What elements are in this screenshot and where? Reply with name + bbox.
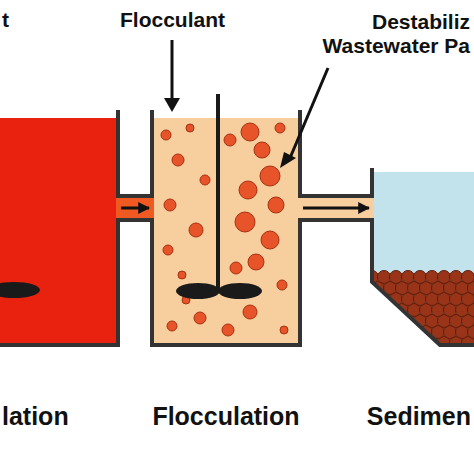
mixer-blade [176, 283, 220, 299]
coagulation-liquid [0, 118, 116, 343]
stage-label: lation [2, 403, 69, 431]
sludge-particle [402, 271, 415, 284]
stage-label: Sedimen [367, 403, 471, 431]
sludge-particle [450, 271, 463, 284]
floc-particle [277, 280, 287, 290]
floc-particle [235, 212, 255, 232]
floc-particle [280, 326, 288, 334]
floc-particle [248, 254, 264, 270]
floc-particle [268, 197, 284, 213]
mixer-shaft [216, 94, 220, 290]
sludge-particle [426, 271, 439, 284]
sludge-particle [366, 337, 379, 350]
floc-particle [164, 199, 176, 211]
sludge [366, 271, 474, 350]
floc-particle [189, 223, 203, 237]
sludge-particle [366, 315, 379, 328]
sedimentation-liquid [374, 172, 474, 343]
floc-particle [222, 324, 234, 336]
floc-particles [161, 123, 288, 336]
mixer-blade [218, 283, 262, 299]
dosing-arrow [171, 40, 174, 100]
floc-particle [200, 175, 210, 185]
floc-particle [261, 231, 279, 249]
annotation-label: t [2, 8, 9, 32]
pipe [298, 197, 374, 219]
process-tank: lation [0, 112, 118, 345]
floc-particle [178, 271, 186, 279]
stage-label: Flocculation [152, 403, 299, 431]
floc-particle [243, 305, 257, 319]
sludge-particle [414, 337, 427, 350]
sludge-particle [390, 271, 403, 284]
sludge-particle [396, 326, 409, 339]
annotation-label: Flocculant [120, 8, 225, 32]
floc-particle [241, 123, 259, 141]
floc-particle [254, 142, 270, 158]
flow-arrow [303, 207, 369, 210]
sludge-particle [462, 271, 474, 284]
floc-particle [186, 124, 194, 132]
mixer-blade [0, 282, 40, 298]
floc-particle [230, 262, 242, 274]
sludge-particle [390, 337, 403, 350]
floc-particle [194, 312, 206, 324]
floc-particle [161, 130, 171, 140]
sludge-particle [372, 304, 385, 317]
floc-particle [163, 245, 173, 255]
arrow-head [164, 98, 180, 112]
tank-walls [0, 112, 474, 345]
sludge-particle [438, 271, 451, 284]
floc-particle [224, 134, 236, 146]
floc-particle [172, 154, 184, 166]
sludge-particle [378, 315, 391, 328]
leader-line [290, 68, 328, 158]
process-tank: Flocculation [152, 112, 300, 345]
floc-particle [239, 181, 257, 199]
arrow-head [280, 152, 296, 168]
sludge-particle [372, 326, 385, 339]
sludge-particle [366, 293, 379, 306]
flow-arrow [121, 207, 149, 210]
annotation-label: Destabiliz Wastewater Pa [312, 10, 470, 58]
floc-particle [275, 123, 285, 133]
sludge-particle [414, 271, 427, 284]
sludge-particle [384, 326, 397, 339]
sludge-particle [390, 315, 403, 328]
floc-particle [260, 166, 280, 186]
floc-particle [167, 321, 177, 331]
sludge-particle [378, 271, 391, 284]
sludge-particle [378, 337, 391, 350]
flocculation-liquid [154, 118, 298, 343]
pipe [116, 197, 154, 219]
sludge-particle [402, 337, 415, 350]
process-tank: Sedimen [372, 170, 474, 345]
